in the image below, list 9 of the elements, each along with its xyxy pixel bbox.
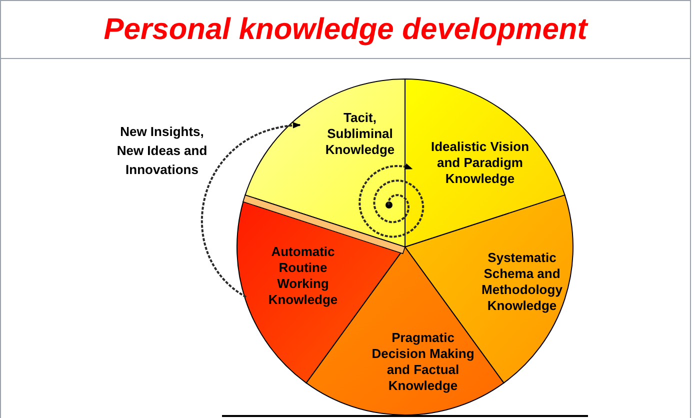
wedge-label: Automatic Routine Working Knowledge: [267, 244, 339, 308]
spiral-arrow: [358, 163, 424, 238]
curved-arrow: [201, 122, 301, 298]
wedge-label: Systematic Schema and Methodology Knowledge: [480, 250, 564, 314]
wedge-label: Pragmatic Decision Making and Factual Knowledge: [370, 330, 476, 394]
note-text: New Insights, New Ideas and Innovations: [116, 123, 208, 179]
title: Personal knowledge development: [104, 12, 588, 48]
wedge-label: Tacit, Subliminal Knowledge: [324, 110, 396, 158]
wedge-label: Idealistic Vision and Paradigm Knowledge: [430, 139, 530, 187]
